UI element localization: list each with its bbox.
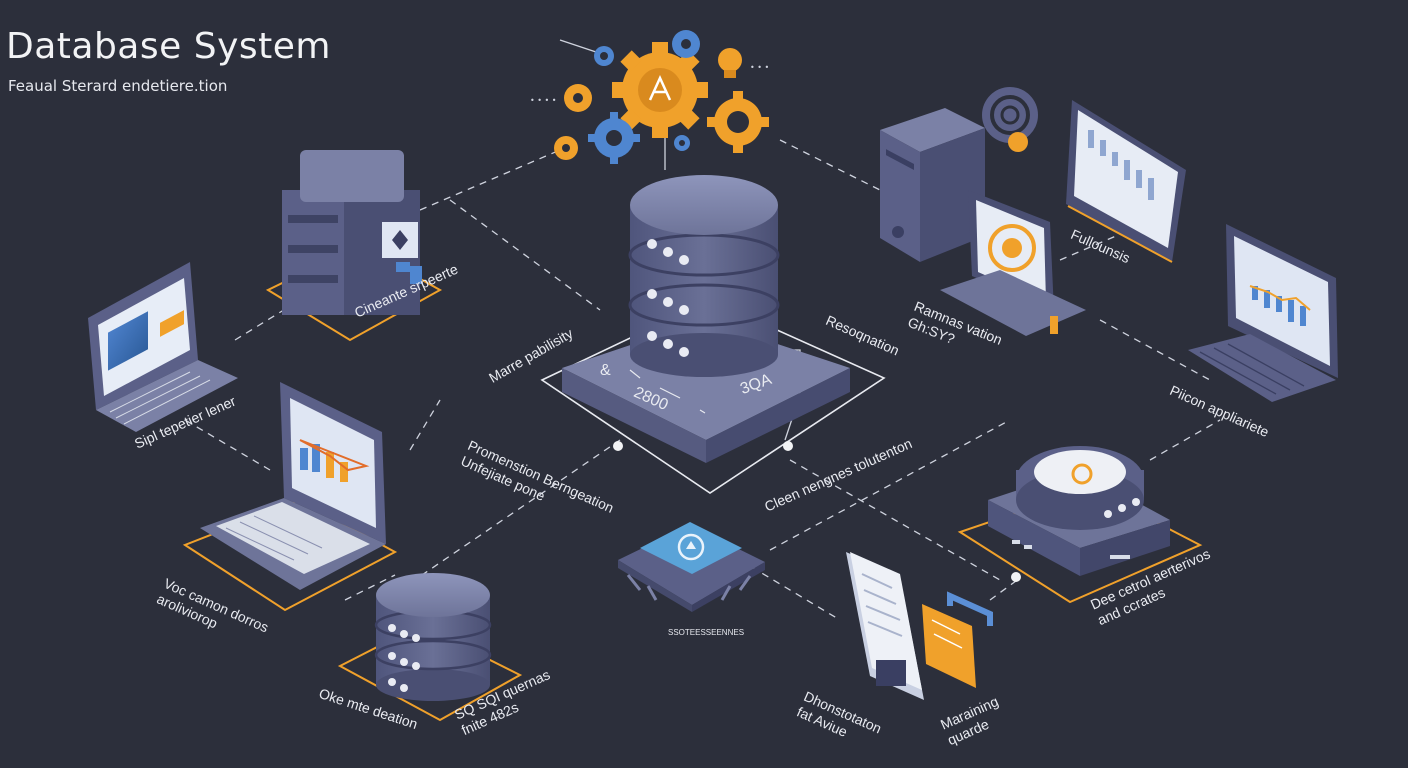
line-server-center — [419, 149, 561, 211]
line-ring — [1149, 419, 1221, 461]
label-core-glyph: & — [600, 362, 611, 379]
large-gear-icon — [612, 42, 708, 138]
small-orange-gear-icon — [564, 84, 592, 112]
desktop-chart-icon — [1188, 224, 1338, 402]
laptop-center-icon — [182, 382, 398, 612]
line-chip-left — [399, 439, 621, 591]
central-database-icon — [628, 175, 780, 377]
blue-gear-icon — [588, 112, 640, 164]
line-gears-center — [449, 199, 601, 311]
small-database-icon — [337, 573, 523, 722]
lightbulb-icon — [718, 48, 742, 78]
tiny-gear-icon — [674, 135, 690, 151]
svg-text:• • •: • • • — [750, 63, 769, 72]
page-title: Database System — [6, 26, 331, 67]
line-right-pc — [1099, 319, 1211, 381]
gear-cluster: • • • • • • • — [530, 30, 769, 164]
line-pc-right — [779, 139, 901, 201]
line-clean — [789, 459, 1001, 581]
label-chip-caption: SSOTEESSEENNES — [668, 628, 745, 637]
page-subtitle: Feaual Sterard endetiere.tion — [8, 77, 228, 95]
orange-gear-icon — [707, 91, 769, 153]
report-monitor-icon — [1066, 100, 1186, 263]
small-blue-gear-icon — [672, 30, 700, 58]
processor-chip-icon — [618, 522, 765, 612]
tiny-orange-gear-icon — [554, 136, 578, 160]
line-promo — [409, 399, 441, 451]
line-left-down — [344, 574, 396, 601]
connector-lines — [184, 139, 1221, 621]
cloud-server-icon — [265, 150, 443, 342]
line-laptop-center — [184, 419, 271, 471]
line-chip-right — [769, 419, 1011, 551]
tiny-blue-gear-icon — [594, 46, 614, 66]
monitor-target-icon — [940, 190, 1086, 336]
document-icon — [846, 552, 1021, 700]
storage-ring-icon — [957, 446, 1203, 604]
svg-text:• • • •: • • • • — [530, 96, 557, 105]
laptop-left-icon — [88, 262, 238, 432]
pc-tower-icon — [880, 108, 985, 262]
spiral-icon — [982, 87, 1038, 152]
